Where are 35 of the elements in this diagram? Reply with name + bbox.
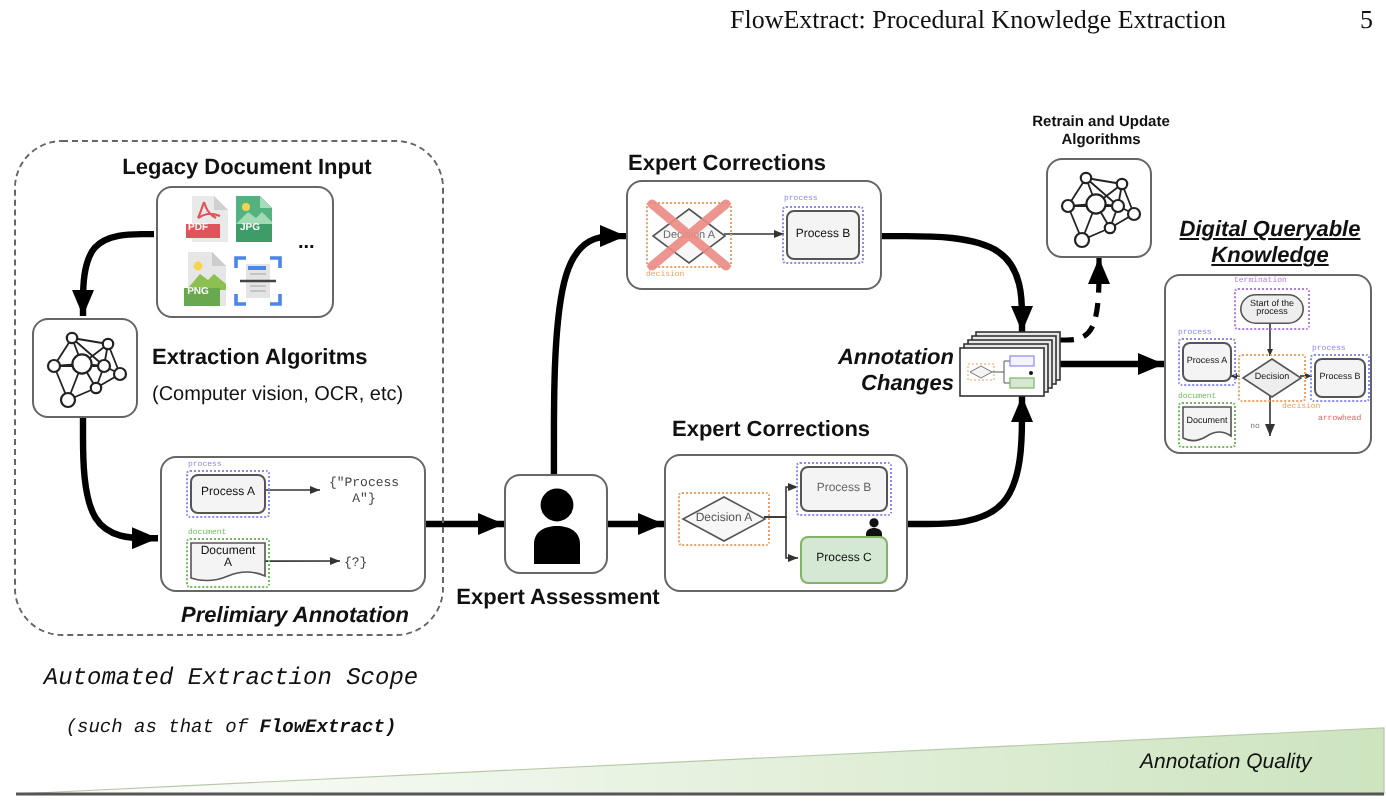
arrow [72,230,154,316]
arrow [1229,373,1241,379]
panel-title: Digital Queryable Knowledge [1177,218,1363,271]
algorithm-box [32,318,138,418]
arrow [1299,373,1313,379]
process-box [800,536,888,584]
scope-note: (such as that of FlowExtract) [65,716,397,739]
wedge-label: Annotation Quality [1140,750,1312,776]
arrow [763,516,799,562]
arrow [908,396,1033,528]
ellipsis: ... [298,234,315,254]
side-note: (Computer vision, OCR, etc) [152,384,404,408]
arrow [882,232,1033,332]
arrow [261,486,321,494]
arrow [550,225,626,474]
panel-title: Legacy Document Input [122,156,372,183]
side-title: Annotation Changes [835,346,954,399]
side-title: Extraction Algoritms [152,346,368,373]
box-caption: Expert Assessment [456,586,660,613]
document-stack-icon [960,332,1060,396]
arrow [1265,395,1275,437]
arrow [79,416,158,550]
scope-caption: Automated Extraction Scope [43,664,419,693]
panel-title: Expert Corrections [672,418,871,445]
panel-title: Expert Corrections [628,152,827,179]
page-number: 5 [1360,4,1373,36]
arrow [1060,258,1110,343]
arrow [723,230,785,238]
arrow [608,513,664,535]
arrow [261,557,341,565]
arrow [424,513,504,535]
arrow [1060,353,1164,375]
arrow [1267,321,1273,357]
running-header: FlowExtract: Procedural Knowledge Extraction [730,4,1227,36]
panel-title: Prelimiary Annotation [181,604,409,631]
